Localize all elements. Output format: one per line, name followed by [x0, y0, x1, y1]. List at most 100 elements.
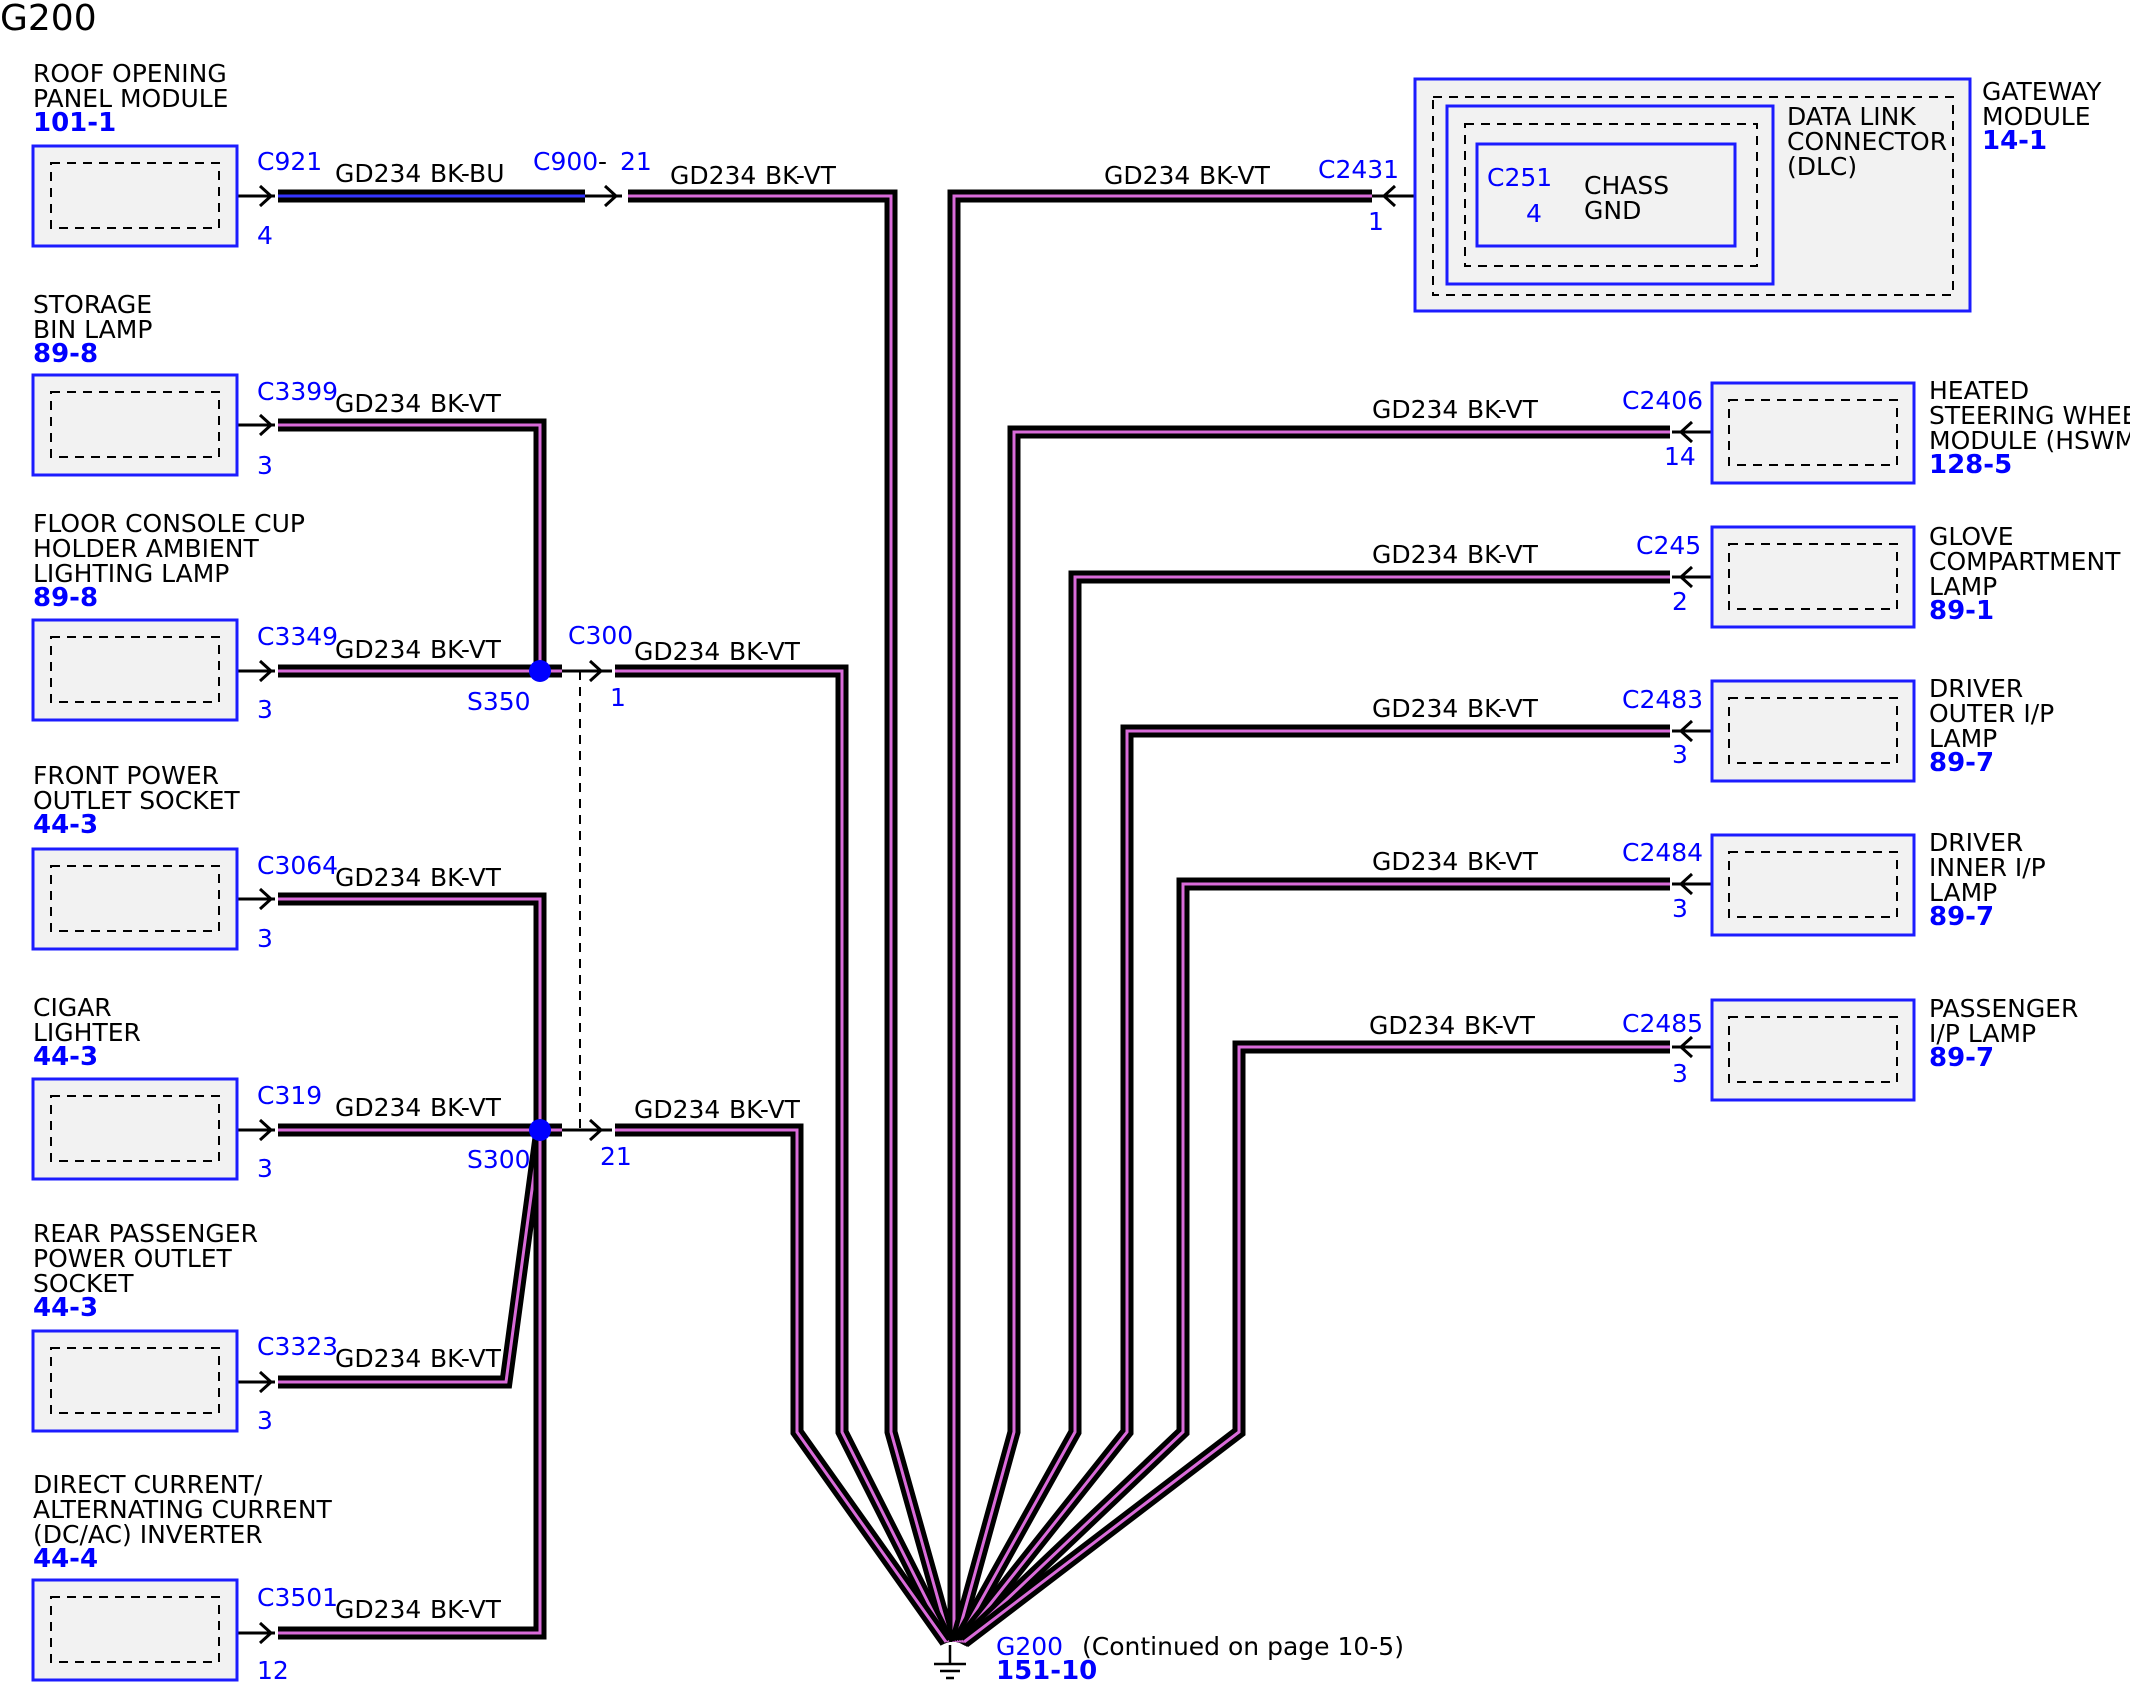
c900-sep: - [598, 147, 607, 176]
floor-name-line2: HOLDER AMBIENT [33, 534, 259, 563]
hswm-name-line2: STEERING WHEEL [1929, 401, 2130, 430]
floor-name-line1: FLOOR CONSOLE CUP [33, 509, 305, 538]
hswm-ref: 128-5 [1929, 450, 2012, 480]
wire-inner-to-ground [957, 877, 1670, 1647]
floor-ref: 89-8 [33, 583, 98, 613]
component-driver-inner-ip-lamp [1710, 833, 1916, 937]
storage-name-line2: BIN LAMP [33, 315, 152, 344]
front-connector: C3064 [257, 851, 338, 880]
svg-text:GD234: GD234 [335, 159, 421, 188]
outer-name-line2: OUTER I/P [1929, 699, 2054, 728]
inner-pin: 3 [1672, 894, 1688, 923]
gateway-name-line2: MODULE [1982, 102, 2091, 131]
storage-connector: C3399 [257, 377, 338, 406]
wire-label-c900: GD234 BK-VT [670, 161, 837, 190]
cigar-name-line1: CIGAR [33, 993, 112, 1022]
passenger-connector: C2485 [1622, 1009, 1703, 1038]
dlc-pin: 4 [1526, 199, 1542, 228]
dlc-connector: C251 [1487, 163, 1552, 192]
svg-text:BK-VT: BK-VT [765, 161, 837, 190]
cigar-pin: 3 [257, 1154, 273, 1183]
wire-label-rear: GD234 BK-VT [335, 1344, 502, 1373]
svg-text:GD234: GD234 [1104, 161, 1190, 190]
wire-c900-to-ground [628, 189, 957, 1644]
rear-ref: 44-3 [33, 1293, 98, 1323]
svg-text:GD234: GD234 [670, 161, 756, 190]
gateway-ref: 14-1 [1982, 126, 2047, 156]
inverter-pin: 12 [257, 1656, 289, 1682]
inner-connector: C2484 [1622, 838, 1703, 867]
storage-pin: 3 [257, 451, 273, 480]
svg-text:GD234: GD234 [634, 637, 720, 666]
svg-text:BK-BU: BK-BU [430, 159, 505, 188]
storage-ref: 89-8 [33, 339, 98, 369]
svg-text:BK-VT: BK-VT [1467, 540, 1539, 569]
svg-text:BK-VT: BK-VT [430, 863, 502, 892]
dlc-ground-line2: GND [1584, 196, 1641, 225]
svg-text:GD234: GD234 [1369, 1011, 1455, 1040]
c300-pin-1: 1 [610, 683, 626, 712]
passenger-pin: 3 [1672, 1059, 1688, 1088]
outer-pin: 3 [1672, 740, 1688, 769]
passenger-name-line2: I/P LAMP [1929, 1019, 2036, 1048]
wire-harness [278, 189, 1670, 1648]
passenger-name-line1: PASSENGER [1929, 994, 2078, 1023]
svg-text:GD234: GD234 [335, 1093, 421, 1122]
inverter-name-line2: ALTERNATING CURRENT [33, 1495, 333, 1524]
glove-pin: 2 [1672, 587, 1688, 616]
wire-label-roof: GD234 BK-BU [335, 159, 505, 188]
inner-ref: 89-7 [1929, 902, 1994, 932]
floor-connector: C3349 [257, 622, 338, 651]
wire-outer-to-ground [954, 724, 1670, 1647]
glove-connector: C245 [1636, 531, 1701, 560]
diagram-title: G200 [0, 0, 97, 39]
rear-name-line2: POWER OUTLET [33, 1244, 233, 1273]
pin-arrow-c300-1 [562, 659, 612, 683]
svg-text:BK-VT: BK-VT [729, 1095, 801, 1124]
ground-label: G200 [996, 1632, 1063, 1661]
svg-text:GD234: GD234 [335, 1344, 421, 1373]
roof-pin: 4 [257, 221, 273, 250]
dlc-ground-line1: CHASS [1584, 171, 1669, 200]
roof-ref: 101-1 [33, 108, 116, 138]
glove-name-line2: COMPARTMENT [1929, 547, 2121, 576]
inverter-name-line1: DIRECT CURRENT/ [33, 1470, 263, 1499]
ground-symbol [934, 1645, 966, 1680]
svg-text:GD234: GD234 [1372, 395, 1458, 424]
hswm-name-line3: MODULE (HSWM) [1929, 426, 2130, 455]
cigar-ref: 44-3 [33, 1042, 98, 1072]
dlc-name-line3: (DLC) [1787, 152, 1857, 181]
svg-text:GD234: GD234 [1372, 540, 1458, 569]
inverter-name-line3: (DC/AC) INVERTER [33, 1520, 263, 1549]
cigar-connector: C319 [257, 1081, 322, 1110]
hswm-connector: C2406 [1622, 386, 1703, 415]
roof-name-line1: ROOF OPENING [33, 59, 227, 88]
svg-text:BK-VT: BK-VT [1467, 395, 1539, 424]
front-pin: 3 [257, 924, 273, 953]
s350-label: S350 [467, 687, 531, 716]
wire-c300-1-to-ground [615, 664, 954, 1645]
svg-text:BK-VT: BK-VT [1464, 1011, 1536, 1040]
cigar-name-line2: LIGHTER [33, 1018, 141, 1047]
c900-pin: 21 [620, 147, 652, 176]
front-name-line1: FRONT POWER [33, 761, 219, 790]
c900-label: C900 [533, 147, 598, 176]
component-storage-bin-lamp [31, 373, 239, 477]
front-name-line2: OUTLET SOCKET [33, 786, 240, 815]
svg-text:BK-VT: BK-VT [430, 1344, 502, 1373]
svg-text:GD234: GD234 [335, 635, 421, 664]
passenger-ref: 89-7 [1929, 1043, 1994, 1073]
ground-ref: 151-10 [996, 1656, 1097, 1682]
splice-s300-dot [529, 1119, 551, 1141]
component-driver-outer-ip-lamp [1710, 679, 1916, 783]
pin-arrow-c900 [585, 184, 622, 208]
svg-text:GD234: GD234 [1372, 694, 1458, 723]
wire-label-glove: GD234 BK-VT [1372, 540, 1539, 569]
svg-text:GD234: GD234 [634, 1095, 720, 1124]
svg-text:BK-VT: BK-VT [430, 1595, 502, 1624]
